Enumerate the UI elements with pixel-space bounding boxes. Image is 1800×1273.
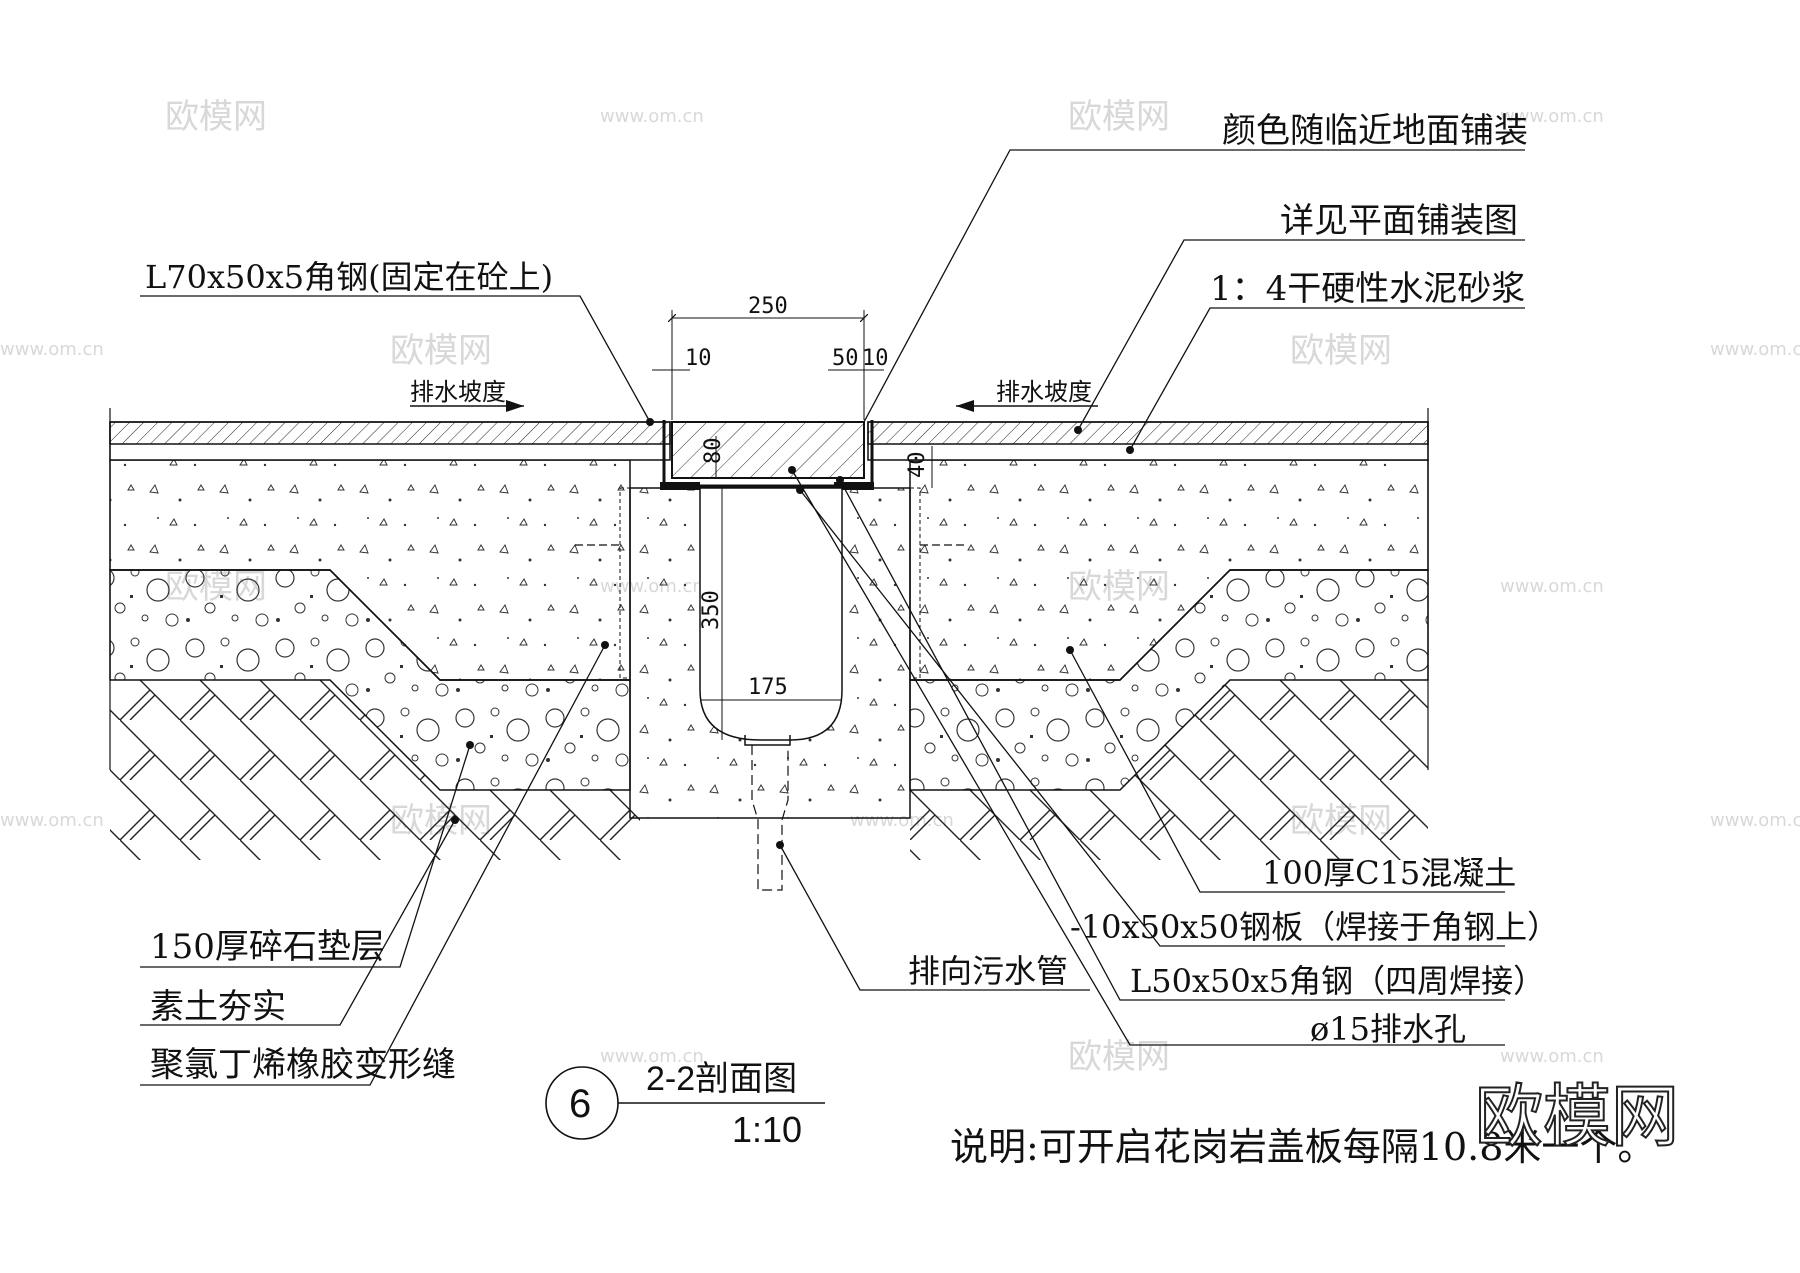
watermark-url: www.om.cn	[1710, 810, 1800, 831]
label-mortar: 1：4干硬性水泥砂浆	[1210, 269, 1525, 309]
leader-dots	[451, 418, 1134, 849]
dim-40: 40	[905, 452, 930, 479]
watermark-url: www.om.cn	[1710, 339, 1800, 360]
paving-layer	[109, 408, 1429, 770]
label-color-note: 颜色随临近地面铺装	[1222, 111, 1528, 151]
label-steel-plate: -10x50x50钢板（焊接于角钢上）	[1070, 908, 1559, 946]
label-drain-hole: ø15排水孔	[1310, 1010, 1466, 1048]
watermark-logo: 欧模网	[390, 331, 492, 371]
title-block: 6 2-2剖面图 1:10	[545, 1060, 825, 1150]
leader-lines	[140, 149, 1525, 1086]
labels: 颜色随临近地面铺装 详见平面铺装图 1：4干硬性水泥砂浆 L70x50x5角钢(…	[145, 111, 1559, 1085]
label-concrete: 100厚C15混凝土	[1262, 854, 1516, 892]
watermark-url: www.om.cn	[0, 810, 104, 831]
label-sewer-pipe: 排向污水管	[908, 952, 1068, 990]
watermark-url: www.om.cn	[1500, 576, 1604, 597]
watermark-url: www.om.cn	[600, 1046, 704, 1067]
watermark-url: www.om.cn	[1500, 1046, 1604, 1067]
dim-80: 80	[701, 438, 726, 465]
dim-50: 50	[832, 346, 859, 371]
watermark-logo: 欧模网	[1068, 1037, 1170, 1077]
watermark-url: www.om.cn	[0, 339, 104, 360]
slope-left-label: 排水坡度	[410, 378, 506, 406]
label-paving-ref: 详见平面铺装图	[1280, 201, 1518, 241]
watermark-logo: 欧模网	[1290, 331, 1392, 371]
dim-350: 350	[699, 590, 724, 630]
label-angle-steel: L50x50x5角钢（四周焊接）	[1130, 962, 1545, 1000]
label-joint: 聚氯丁烯橡胶变形缝	[150, 1045, 456, 1085]
title-scale: 1:10	[732, 1109, 802, 1150]
label-gravel: 150厚碎石垫层	[150, 927, 385, 967]
label-angle-steel-top: L70x50x5角钢(固定在砼上)	[145, 258, 553, 296]
label-soil: 素土夯实	[150, 987, 286, 1027]
dimensions: 250 10 50 10 80 40 350 175	[652, 294, 933, 740]
watermark-url: www.om.cn	[1500, 106, 1604, 127]
watermark-url: www.om.cn	[600, 106, 704, 127]
watermark-logo: 欧模网	[1068, 97, 1170, 137]
watermark-logo-large: 欧模网	[1475, 1078, 1679, 1157]
slope-annotations: 排水坡度 排水坡度	[410, 378, 1098, 412]
dim-10-right: 10	[862, 346, 889, 371]
dim-175: 175	[748, 675, 788, 700]
dim-250: 250	[748, 294, 788, 319]
soil-layer	[110, 680, 1428, 860]
watermark-logo: 欧模网	[165, 97, 267, 137]
drain-channel	[575, 420, 965, 891]
slope-right-label: 排水坡度	[996, 378, 1092, 406]
dim-10-left: 10	[685, 346, 712, 371]
title-number: 6	[569, 1082, 591, 1126]
title-name: 2-2剖面图	[646, 1060, 797, 1098]
drawing-note: 说明:可开启花岗岩盖板每隔10.8米一个。	[950, 1125, 1655, 1169]
